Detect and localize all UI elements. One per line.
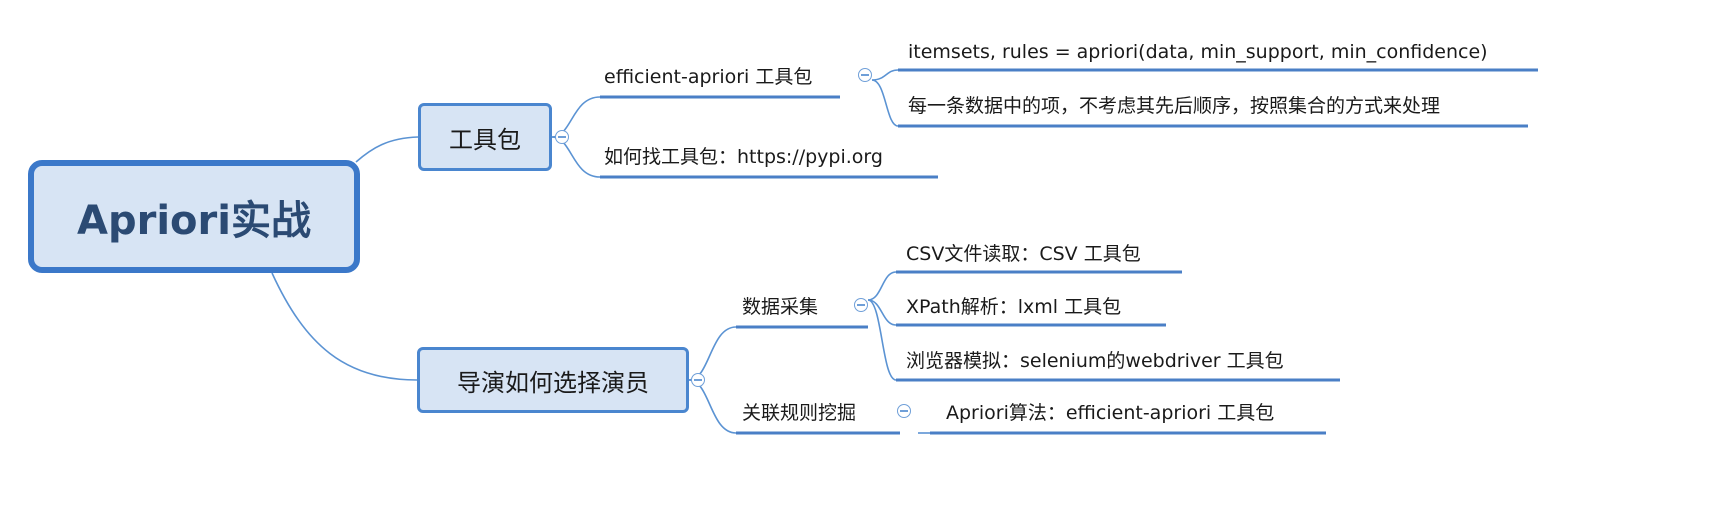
collapse-toggle-icon[interactable] (897, 404, 911, 418)
node-set-description[interactable]: 每一条数据中的项，不考虑其先后顺序，按照集合的方式来处理 (908, 95, 1441, 117)
root-node[interactable]: Apriori实战 (28, 160, 360, 273)
node-xpath-parsing[interactable]: XPath解析：lxml 工具包 (906, 296, 1122, 318)
node-efficient-apriori[interactable]: efficient-apriori 工具包 (604, 66, 813, 88)
branch-node-toolkit[interactable]: 工具包 (418, 103, 552, 171)
collapse-toggle-icon[interactable] (691, 373, 705, 387)
link-efficient-itemsets (871, 69, 899, 81)
collapse-toggle-icon[interactable] (555, 130, 569, 144)
collapse-toggle-icon[interactable] (858, 68, 872, 82)
link-toolkit-efficient (551, 96, 838, 138)
link-root-director (271, 272, 418, 381)
collapse-toggle-icon[interactable] (854, 298, 868, 312)
link-root-toolkit (355, 136, 419, 163)
node-apriori-algorithm[interactable]: Apriori算法：efficient-apriori 工具包 (946, 402, 1275, 424)
node-csv-reading[interactable]: CSV文件读取：CSV 工具包 (906, 243, 1141, 265)
node-association-mining[interactable]: 关联规则挖掘 (742, 402, 857, 424)
link-director-mining (688, 379, 737, 434)
link-efficient-description (871, 79, 899, 127)
node-browser-simulation[interactable]: 浏览器模拟：selenium的webdriver 工具包 (906, 350, 1284, 372)
node-itemsets-rules[interactable]: itemsets, rules = apriori(data, min_supp… (908, 41, 1488, 63)
branch-node-director[interactable]: 导演如何选择演员 (417, 347, 689, 413)
node-data-collection[interactable]: 数据采集 (742, 296, 819, 318)
link-director-collection (688, 326, 737, 381)
node-find-toolkit[interactable]: 如何找工具包：https://pypi.org (604, 146, 883, 168)
link-collection-csv (867, 271, 897, 301)
link-collection-browser (867, 299, 897, 381)
